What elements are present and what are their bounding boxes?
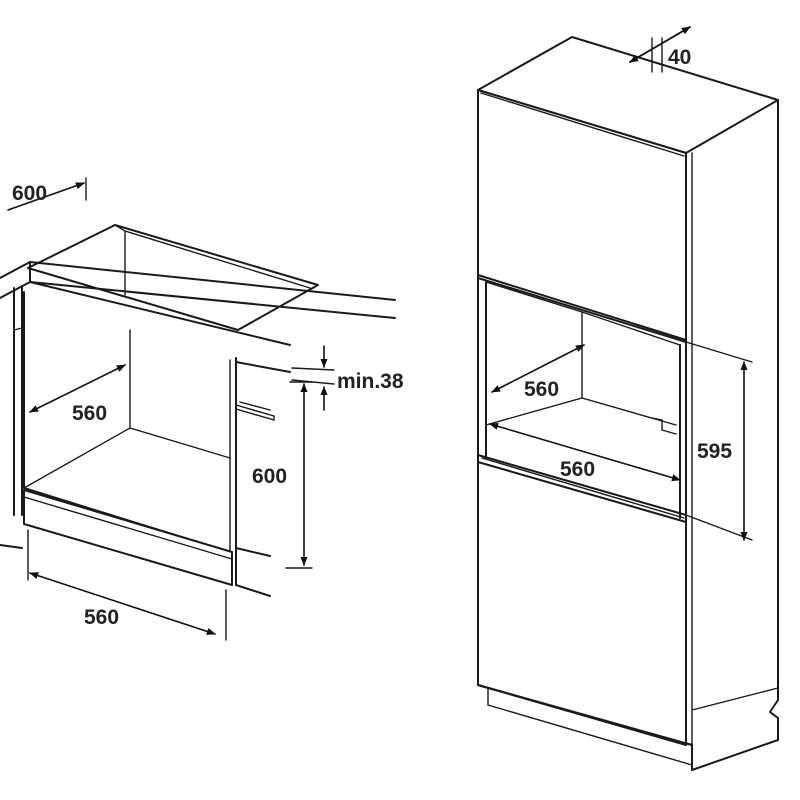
label-back-gap: 40 bbox=[668, 46, 691, 69]
under-counter-installation: 600 560 560 600 min.38 bbox=[0, 177, 404, 641]
dim-width bbox=[27, 529, 227, 641]
tall-cabinet-installation: 40 560 560 595 bbox=[477, 26, 779, 771]
dim-inner-depth bbox=[29, 364, 126, 413]
label-tall-width: 560 bbox=[560, 458, 595, 481]
label-top-gap: min.38 bbox=[337, 370, 404, 393]
cabinet-plinth bbox=[0, 489, 233, 586]
dim-tall-height bbox=[685, 341, 753, 541]
dim-top-gap bbox=[291, 345, 335, 411]
label-width: 560 bbox=[84, 606, 119, 629]
dim-depth bbox=[7, 177, 87, 211]
dim-tall-inner-depth bbox=[491, 344, 585, 393]
cabinet-left-side bbox=[13, 285, 23, 516]
dim-back-gap bbox=[629, 26, 691, 73]
lower-door bbox=[477, 461, 687, 746]
cabinet-plinth-tall bbox=[477, 684, 693, 746]
label-tall-height: 595 bbox=[697, 440, 732, 463]
adjacent-cabinet-panel bbox=[235, 361, 291, 597]
dim-tall-width bbox=[489, 422, 681, 482]
label-inner-depth: 560 bbox=[72, 402, 107, 425]
upper-door bbox=[477, 89, 687, 341]
countertop bbox=[0, 261, 396, 346]
label-depth: 600 bbox=[12, 182, 47, 205]
label-height: 600 bbox=[252, 465, 287, 488]
countertop-cutout bbox=[27, 224, 319, 331]
dim-height bbox=[285, 381, 313, 569]
label-tall-inner-depth: 560 bbox=[524, 378, 559, 401]
